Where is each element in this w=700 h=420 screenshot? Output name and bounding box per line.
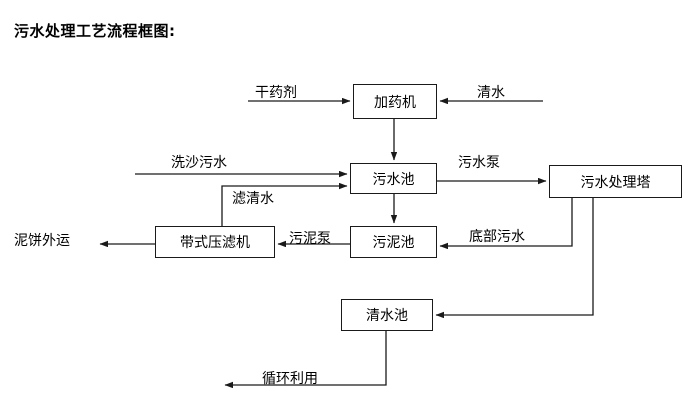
label-sand-washing-wastewater: 洗沙污水: [171, 155, 227, 171]
label-recycling-reuse: 循环利用: [262, 371, 318, 387]
label-clean-water: 清水: [477, 85, 505, 101]
node-sludge-pool-label: 污泥池: [372, 235, 415, 251]
node-wastewater-treatment-tower-label: 污水处理塔: [580, 174, 651, 191]
node-belt-filter-press-label: 带式压滤机: [180, 235, 250, 251]
node-clear-water-pool[interactable]: 清水池: [341, 299, 433, 331]
edge-recycling-reuse: [224, 331, 387, 389]
node-dosing-machine[interactable]: 加药机: [353, 84, 437, 119]
node-belt-filter-press[interactable]: 带式压滤机: [155, 226, 275, 258]
edge-tower-to-clear-water: [435, 198, 594, 319]
node-wastewater-pool-label: 污水池: [372, 171, 415, 188]
edge-filtered-clear-water: [221, 182, 348, 226]
label-bottom-wastewater: 底部污水: [469, 229, 525, 245]
label-sludge-pump: 污泥泵: [289, 231, 331, 247]
edge-bottom-wastewater: [439, 198, 573, 250]
label-mud-cake-transport: 泥饼外运: [14, 233, 70, 249]
node-clear-water-pool-label: 清水池: [366, 308, 408, 324]
node-dosing-machine-label: 加药机: [374, 94, 416, 111]
label-wastewater-pump: 污水泵: [458, 155, 500, 171]
node-sludge-pool[interactable]: 污泥池: [350, 226, 437, 258]
node-wastewater-treatment-tower[interactable]: 污水处理塔: [549, 165, 682, 198]
label-dry-chemical: 干药剂: [255, 85, 297, 101]
node-wastewater-pool[interactable]: 污水池: [350, 163, 437, 194]
label-filtered-clear-water: 滤清水: [232, 191, 274, 207]
page-title: 污水处理工艺流程框图:: [14, 22, 176, 40]
